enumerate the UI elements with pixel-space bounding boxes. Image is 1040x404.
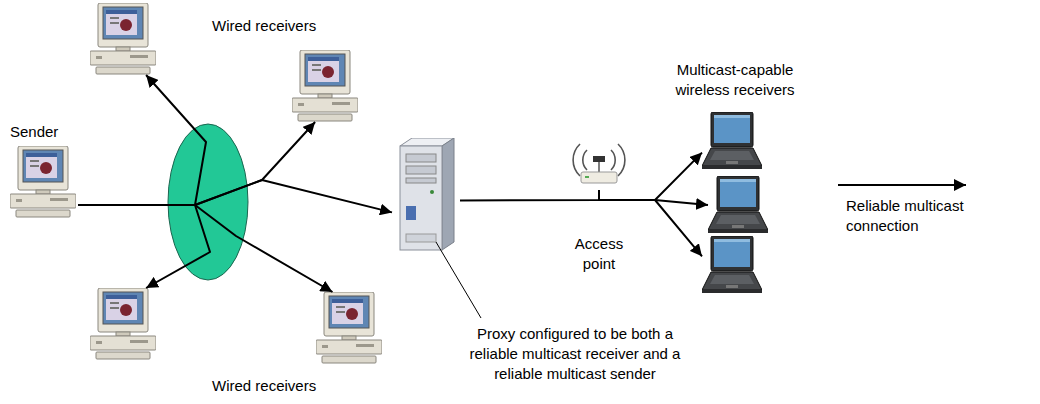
legend-arrow-sample (836, 176, 970, 194)
network-cloud (168, 124, 248, 280)
device-node: Multicast-capable wireless receivers (690, 60, 800, 296)
callout-text: Proxy configured to be both a reliable m… (462, 324, 688, 384)
device-node: Wired receivers (88, 2, 364, 124)
node-label: Access point (569, 234, 629, 274)
leader-line (436, 242, 481, 318)
connector-branch (78, 75, 206, 205)
connector-branch (78, 122, 315, 205)
access-point-icon (573, 144, 625, 183)
proxy-node: Proxy configured to be both a reliable m… (392, 138, 460, 258)
legend-text: Reliable multicast connection (846, 196, 974, 236)
connector-branch (460, 190, 599, 200)
wired-computer (90, 3, 156, 74)
wired-computer (292, 50, 358, 121)
connector-branch (78, 205, 333, 292)
multicast-connector (78, 180, 392, 212)
laptop (708, 176, 768, 233)
proxy-server (400, 138, 454, 250)
multicast-connector (78, 205, 333, 292)
node-label: Wired receivers (212, 16, 352, 36)
multicast-connector (460, 190, 599, 200)
wired-computer (316, 292, 382, 363)
connector-branch (78, 180, 392, 212)
multicast-connector (78, 75, 315, 205)
legend-entry: Reliable multicast connection (836, 176, 970, 234)
access-point-node: Access point (565, 138, 633, 190)
laptop (702, 112, 762, 169)
device-node: Sender (8, 146, 78, 218)
connector-branch (78, 205, 210, 288)
connector-branch (599, 153, 702, 200)
device-node: Wired receivers (88, 286, 388, 398)
node-label: Sender (10, 122, 90, 142)
wired-computer (90, 288, 156, 359)
connector-branch (599, 190, 708, 205)
node-label: Wired receivers (212, 376, 352, 396)
sender-computer (10, 146, 76, 217)
laptop (702, 236, 762, 293)
node-label: Multicast-capable wireless receivers (660, 60, 810, 100)
